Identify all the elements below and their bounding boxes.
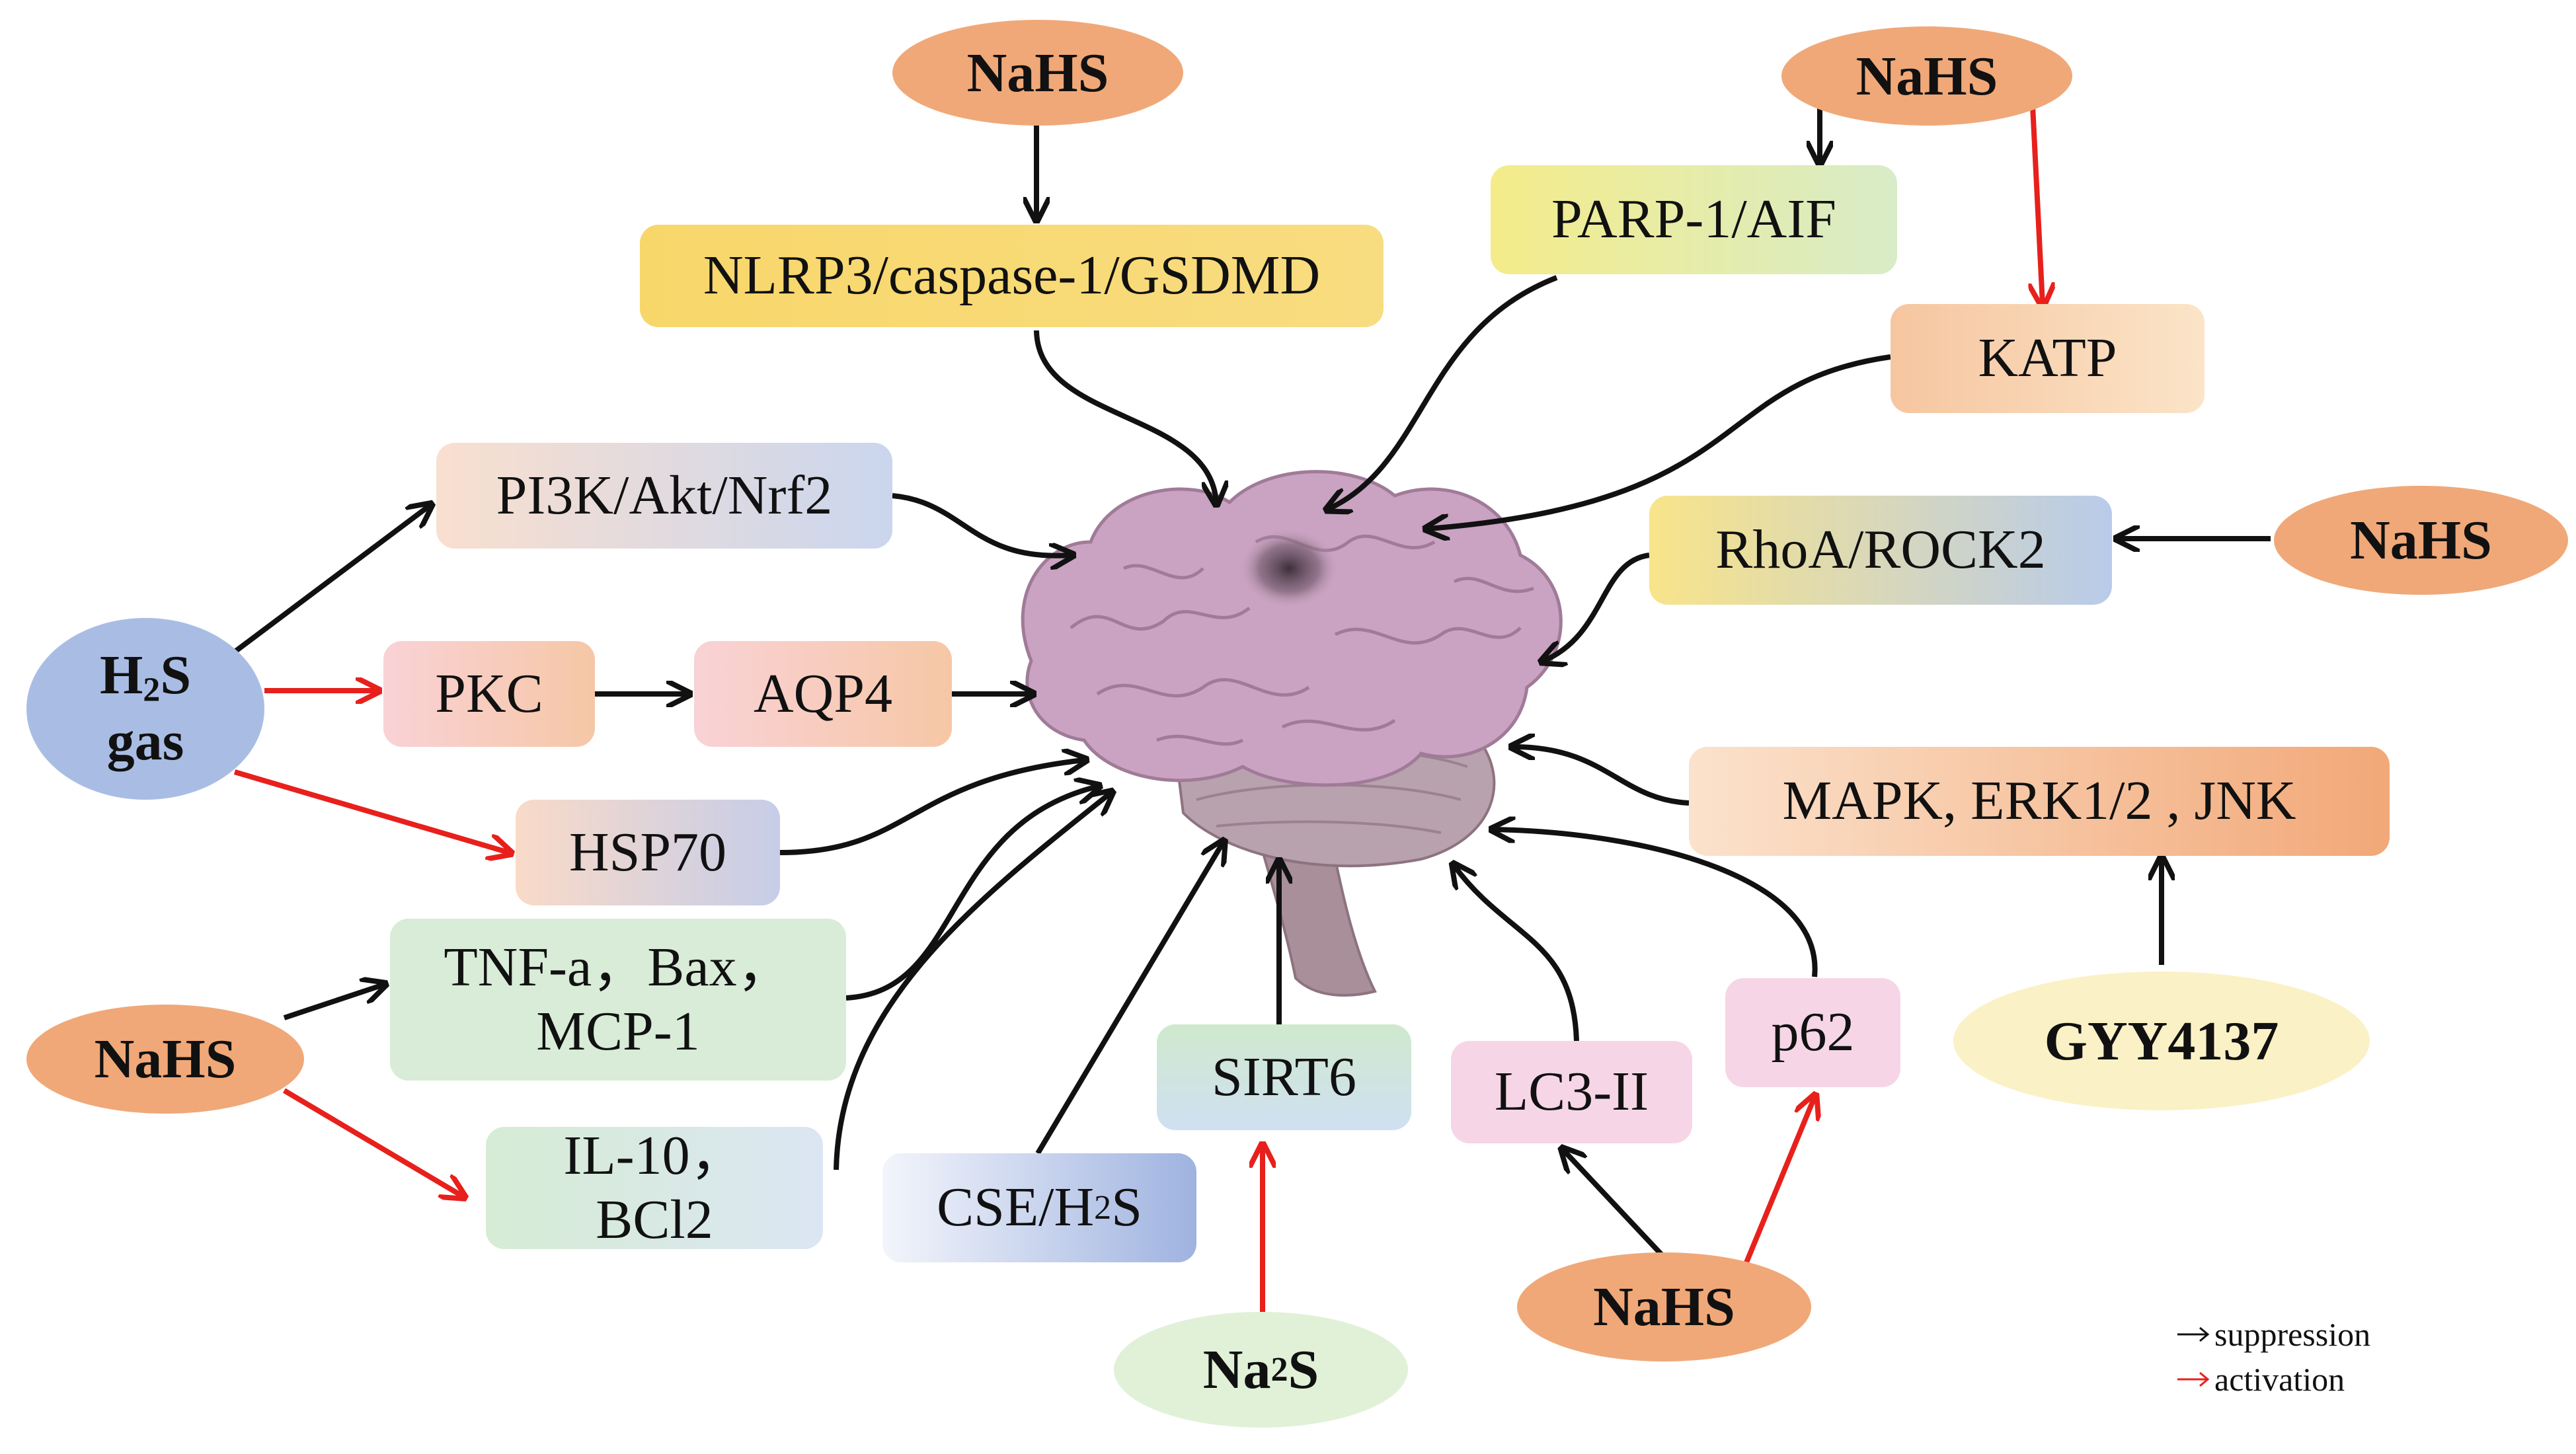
arrow-nahs-left-to-il10 [282,1088,463,1196]
tnf-bax-mcp1-box: TNF-a，Bax， MCP-1 [390,919,846,1081]
mapk-erk-jnk-box: MAPK, ERK1/2 , JNK [1689,747,2390,856]
nahs-node-left: NaHS [26,1005,304,1114]
p62-box: p62 [1725,978,1900,1087]
arrow-lc3-to-brain [1454,866,1579,1042]
nahs-node-bottom: NaHS [1517,1252,1811,1361]
pathway-arrows [229,105,2271,1312]
legend-suppression: suppression [2175,1315,2370,1354]
arrow-nahs-bottom-to-lc3 [1563,1150,1668,1261]
legend-activation-label: activation [2214,1361,2345,1398]
katp-box: KATP [1891,304,2205,413]
h2s-gas-node: H2S gas [26,618,264,800]
arrow-il10-to-brain [834,793,1111,1170]
hsp70-box: HSP70 [516,800,780,905]
gyy4137-node: GYY4137 [1953,972,2370,1110]
parp1-aif-box: PARP-1/AIF [1491,165,1897,274]
arrow-tnf-to-brain [845,786,1097,1001]
aqp4-box: AQP4 [694,641,952,747]
pi3k-akt-nrf2-box: PI3K/Akt/Nrf2 [436,443,892,549]
arrow-p62-to-brain [1494,829,1818,977]
suppression-arrow-icon [2177,1326,2210,1342]
arrow-hsp70-to-brain [779,760,1084,855]
arrow-nahs-left-to-tnf [283,985,383,1020]
arrow-pi3k-to-brain [892,493,1071,556]
legend-activation: activation [2175,1360,2345,1398]
arrow-h2s-to-pi3k [229,506,430,657]
arrow-nlrp3-to-brain [1034,330,1216,502]
rhoa-rock2-box: RhoA/ROCK2 [1649,496,2112,605]
arrow-mapk-to-brain [1514,747,1690,806]
il10-bcl2-box: IL-10， BCl2 [486,1125,823,1250]
arrow-parp-to-brain [1329,275,1558,509]
nahs-node-right: NaHS [2274,486,2568,595]
arrow-rhoa-to-brain [1543,553,1650,661]
activation-arrow-icon [2177,1371,2210,1387]
arrow-katp-to-brain [1428,354,1891,529]
lc3-ii-box: LC3-II [1451,1041,1692,1143]
brain-illustration [1021,470,1563,997]
arrow-nahs-bottom-to-p62 [1742,1097,1815,1267]
arrow-nahs-top-right-to-katp [2033,105,2043,304]
nahs-node-top-right: NaHS [1781,26,2072,126]
arrow-h2s-to-hsp70 [233,769,509,853]
pkc-box: PKC [383,641,595,747]
sirt6-box: SIRT6 [1157,1024,1411,1130]
legend-suppression-label: suppression [2214,1316,2371,1353]
arrow-cse-to-brain [1035,843,1223,1155]
nahs-node-top: NaHS [892,20,1183,126]
nlrp3-caspase1-gsdmd-box: NLRP3/caspase-1/GSDMD [640,225,1384,327]
